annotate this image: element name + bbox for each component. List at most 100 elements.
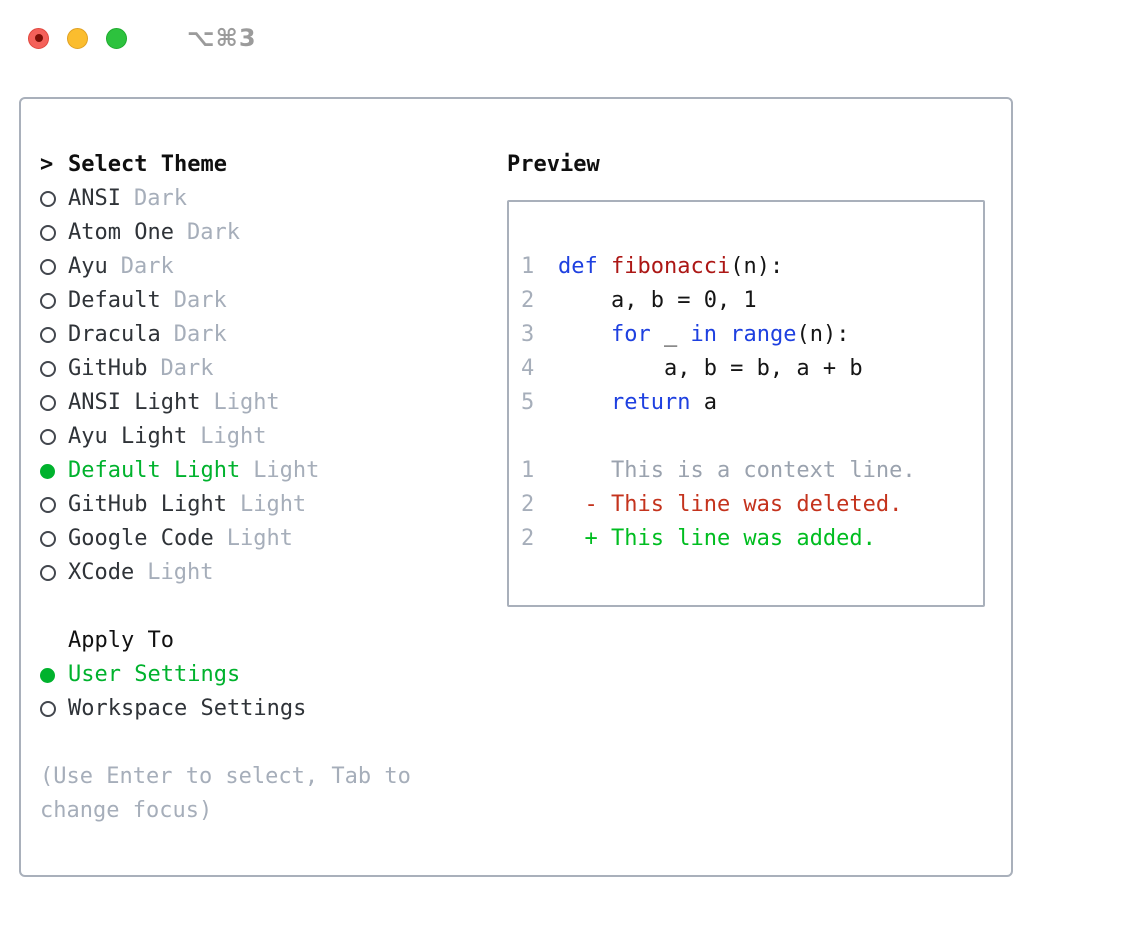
theme-option-ayu[interactable]: Ayu Dark: [40, 250, 507, 284]
radio-circle: [40, 395, 56, 411]
code-line: 2 + This line was added.: [521, 522, 975, 556]
theme-option-label: Dracula: [68, 322, 161, 347]
code-text: + This line was added.: [558, 526, 876, 551]
radio-circle: [40, 191, 56, 207]
radio-icon: [40, 497, 68, 513]
theme-option-label: Ayu: [68, 254, 108, 279]
theme-option-label: GitHub Light: [68, 492, 227, 517]
line-number: 4: [521, 356, 535, 381]
theme-option-github[interactable]: GitHub Dark: [40, 352, 507, 386]
radio-icon: [40, 327, 68, 343]
radio-circle: [40, 327, 56, 343]
radio-circle: [40, 429, 56, 445]
unsaved-dot-icon: [34, 34, 43, 42]
theme-option-label: Ayu Light: [68, 424, 188, 449]
theme-option-label: Google Code: [68, 526, 214, 551]
theme-option-google-code[interactable]: Google Code Light: [40, 522, 507, 556]
titlebar: ⌥⌘3: [28, 24, 257, 52]
theme-option-label: ANSI: [68, 186, 121, 211]
close-button[interactable]: [28, 27, 49, 49]
spacer: [40, 726, 507, 760]
theme-variant-label: Dark: [173, 322, 227, 347]
apply-option-workspace-settings[interactable]: Workspace Settings: [40, 692, 507, 726]
code-text: for _ in range(n):: [610, 322, 850, 347]
theme-variant-label: Dark: [160, 356, 214, 381]
radio-circle: [40, 667, 55, 683]
line-number: 3: [521, 322, 535, 347]
code-line: 2 - This line was deleted.: [521, 488, 975, 522]
radio-icon: [40, 429, 68, 445]
theme-option-label: Atom One: [68, 220, 174, 245]
radio-selected-icon: [40, 667, 68, 683]
line-number: 2: [521, 492, 535, 517]
theme-option-label: Default Light: [68, 458, 241, 483]
radio-icon: [40, 225, 68, 241]
preview-title: Preview: [507, 152, 600, 177]
radio-circle: [40, 531, 56, 547]
theme-variant-label: Dark: [133, 186, 187, 211]
radio-icon: [40, 293, 68, 309]
theme-variant-label: Light: [213, 390, 280, 415]
apply-option-label: User Settings: [68, 662, 241, 687]
code-text: - This line was deleted.: [558, 492, 903, 517]
theme-variant-label: Light: [226, 526, 293, 551]
code-line: 1 This is a context line.: [521, 454, 975, 488]
line-number: 2: [521, 288, 535, 313]
theme-option-label: XCode: [68, 560, 135, 585]
spacer: [40, 590, 507, 624]
radio-icon: [40, 565, 68, 581]
radio-circle: [40, 361, 56, 377]
line-number: 1: [521, 458, 535, 483]
radio-circle: [40, 497, 56, 513]
theme-option-ansi[interactable]: ANSI Dark: [40, 182, 507, 216]
theme-option-dracula[interactable]: Dracula Dark: [40, 318, 507, 352]
theme-option-default[interactable]: Default Dark: [40, 284, 507, 318]
theme-option-label: ANSI Light: [68, 390, 201, 415]
theme-option-xcode[interactable]: XCode Light: [40, 556, 507, 590]
line-number: 5: [521, 390, 535, 415]
radio-circle: [40, 701, 56, 717]
code-text: a, b = b, a + b: [558, 356, 863, 381]
code-text: This is a context line.: [558, 458, 916, 483]
radio-icon: [40, 701, 68, 717]
radio-circle: [40, 293, 56, 309]
line-number: 2: [521, 526, 535, 551]
code-line: 5 return a: [521, 386, 975, 420]
code-line: 4 a, b = b, a + b: [521, 352, 975, 386]
theme-variant-label: Light: [147, 560, 214, 585]
zoom-button[interactable]: [106, 27, 127, 49]
radio-icon: [40, 259, 68, 275]
apply-option-user-settings[interactable]: User Settings: [40, 658, 507, 692]
radio-circle: [40, 259, 56, 275]
prompt-icon: >: [40, 152, 54, 177]
code-text: def fibonacci(n):: [558, 254, 784, 279]
radio-icon: [40, 531, 68, 547]
theme-variant-label: Dark: [173, 288, 227, 313]
code-line: [521, 420, 975, 454]
select-theme-header: > Select Theme: [40, 148, 507, 182]
code-text: a, b = 0, 1: [558, 288, 757, 313]
theme-option-label: Default: [68, 288, 161, 313]
code-text: return a: [610, 390, 717, 415]
radio-circle: [40, 463, 55, 479]
minimize-button[interactable]: [67, 27, 88, 49]
theme-variant-label: Dark: [120, 254, 174, 279]
code-line: 3 for _ in range(n):: [521, 318, 975, 352]
select-theme-title: Select Theme: [68, 152, 227, 177]
theme-option-label: GitHub: [68, 356, 148, 381]
theme-option-ansi-light[interactable]: ANSI Light Light: [40, 386, 507, 420]
radio-selected-icon: [40, 463, 68, 479]
radio-icon: [40, 361, 68, 377]
